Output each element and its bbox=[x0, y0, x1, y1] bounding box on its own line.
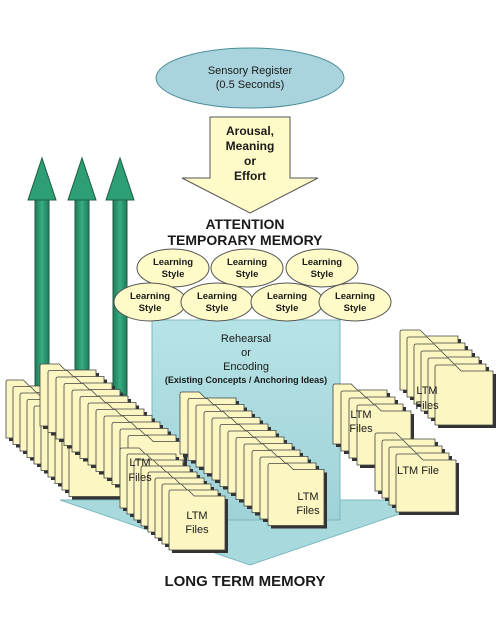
learning-style-3: Learning Style bbox=[285, 248, 359, 288]
learning-style-1-line2: Style bbox=[162, 269, 185, 280]
learning-style-7-line1: Learning bbox=[335, 291, 375, 302]
ltm-right-line2: Files bbox=[349, 423, 373, 435]
far-right-bottom-stack-folder-4 bbox=[395, 453, 459, 515]
bottom-stack-folder-8 bbox=[168, 489, 228, 553]
input-arrow-line4: Effort bbox=[234, 169, 266, 183]
retrieval-arrow-3 bbox=[105, 156, 135, 396]
learning-style-7: Learning Style bbox=[318, 282, 392, 322]
sensory-register: Sensory Register (0.5 Seconds) bbox=[155, 47, 345, 109]
retrieval-arrow-1 bbox=[27, 156, 57, 396]
input-arrow: Arousal, Meaning or Effort bbox=[181, 116, 319, 214]
learning-style-4-line1: Learning bbox=[130, 291, 170, 302]
input-arrow-line3: or bbox=[244, 154, 256, 168]
input-arrow-line1: Arousal, bbox=[226, 124, 274, 138]
ltm-far-right-top-line2: Files bbox=[415, 400, 439, 412]
learning-style-6: Learning Style bbox=[250, 282, 324, 322]
learning-style-2-line2: Style bbox=[236, 269, 259, 280]
learning-style-3-line2: Style bbox=[311, 269, 334, 280]
learning-style-7-line2: Style bbox=[344, 303, 367, 314]
learning-style-6-line1: Learning bbox=[267, 291, 307, 302]
input-arrow-line2: Meaning bbox=[226, 139, 275, 153]
retrieval-arrow-2 bbox=[67, 156, 97, 396]
ltm-center-line1: LTM bbox=[297, 491, 318, 503]
rehearsal-line2: or bbox=[241, 347, 251, 359]
learning-style-6-line2: Style bbox=[276, 303, 299, 314]
learning-style-3-line1: Learning bbox=[302, 257, 342, 268]
ltm-left-line1: LTM bbox=[129, 457, 150, 469]
learning-style-2: Learning Style bbox=[210, 248, 284, 288]
ltm-center-line2: Files bbox=[296, 505, 320, 517]
rehearsal-text: Rehearsal or Encoding (Existing Concepts… bbox=[165, 333, 327, 385]
learning-style-1-line1: Learning bbox=[153, 257, 193, 268]
attention-title: ATTENTION bbox=[205, 216, 284, 232]
retrieval-arrows bbox=[27, 156, 135, 396]
ltm-bottom-line2: Files bbox=[185, 524, 209, 536]
learning-style-5-line1: Learning bbox=[197, 291, 237, 302]
learning-style-5-line2: Style bbox=[206, 303, 229, 314]
learning-style-2-line1: Learning bbox=[227, 257, 267, 268]
rehearsal-line3: Encoding bbox=[223, 361, 269, 373]
learning-style-5: Learning Style bbox=[180, 282, 254, 322]
far-right-top-stack-folder-6 bbox=[434, 364, 496, 428]
ltm-far-right-top-line1: LTM bbox=[416, 385, 437, 397]
sensory-register-line2: (0.5 Seconds) bbox=[216, 79, 284, 91]
ltm-bottom-line1: LTM bbox=[186, 510, 207, 522]
sensory-register-line1: Sensory Register bbox=[208, 65, 293, 77]
learning-style-4: Learning Style bbox=[113, 282, 187, 322]
long-term-memory-title: LONG TERM MEMORY bbox=[164, 573, 325, 590]
ltm-far-right-bottom-line1: LTM File bbox=[397, 465, 439, 477]
attention-subtitle: TEMPORARY MEMORY bbox=[167, 232, 323, 248]
ltm-labels: LTM Files LTM Files LTM Files LTM Files … bbox=[128, 385, 439, 536]
learning-style-4-line2: Style bbox=[139, 303, 162, 314]
ltm-folder-stacks bbox=[5, 329, 496, 553]
rehearsal-line4: (Existing Concepts / Anchoring Ideas) bbox=[165, 375, 327, 385]
center-stack-folder-12 bbox=[267, 463, 327, 529]
ltm-left-line2: Files bbox=[128, 472, 152, 484]
ltm-right-line1: LTM bbox=[350, 409, 371, 421]
learning-styles: Learning Style Learning Style Learning S… bbox=[113, 248, 392, 322]
learning-style-1: Learning Style bbox=[136, 248, 210, 288]
rehearsal-line1: Rehearsal bbox=[221, 333, 271, 345]
